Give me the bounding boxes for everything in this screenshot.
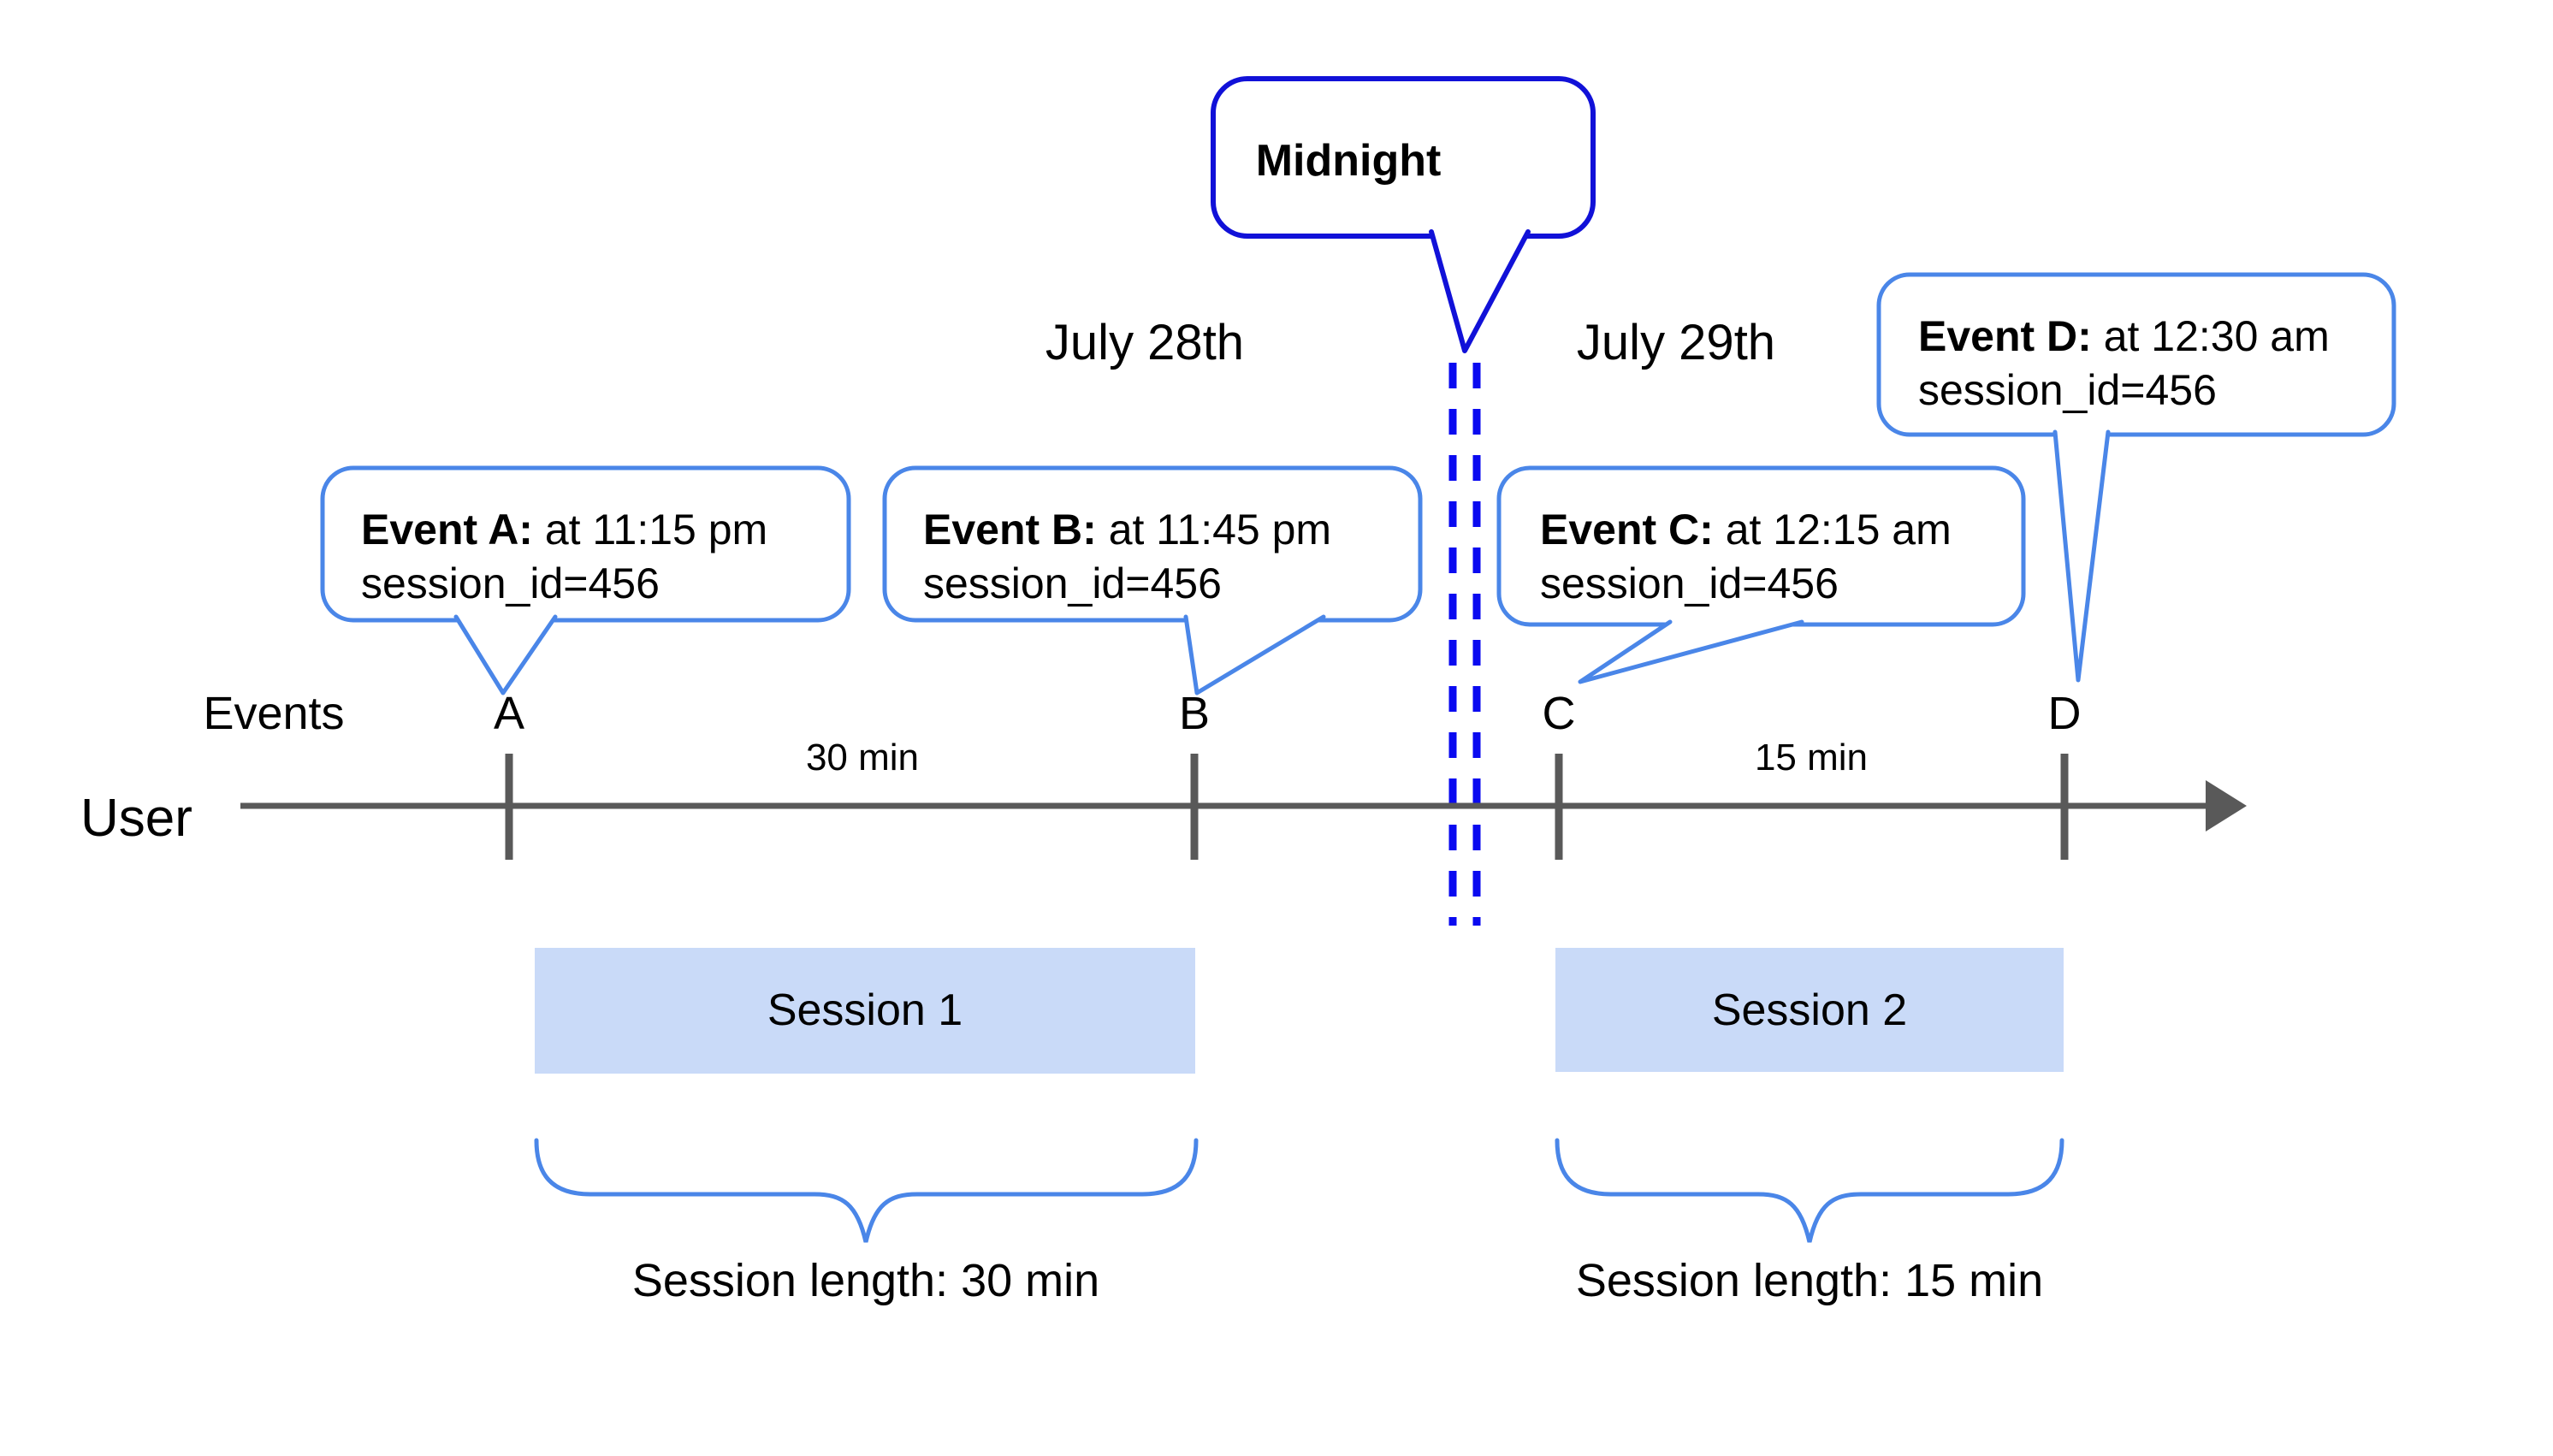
- session-1-label: Session 1: [767, 985, 963, 1035]
- event-c-time: at 12:15 am: [1714, 506, 1952, 553]
- tick-label-b: B: [1179, 688, 1210, 739]
- user-label: User: [80, 789, 193, 848]
- date-label-july-29: July 29th: [1577, 315, 1775, 370]
- event-b-session: session_id=456: [923, 559, 1222, 607]
- date-label-july-28: July 28th: [1045, 315, 1244, 370]
- axis-labels: Events User A B C D 30 min 15 min: [80, 688, 2082, 848]
- midnight-dashed-line: [1448, 363, 1481, 926]
- event-d-bubble: [1876, 272, 2396, 437]
- events-row-label: Events: [203, 688, 344, 739]
- event-callout-d: Event D: at 12:30 am session_id=456: [1876, 272, 2396, 683]
- session-1-length-label: Session length: 30 min: [632, 1255, 1099, 1306]
- session-2-box: [1555, 948, 2064, 1072]
- event-d-session: session_id=456: [1918, 366, 2217, 414]
- event-d-title: Event D:: [1918, 312, 2092, 360]
- event-b-line1: Event B: at 11:45 pm: [923, 506, 1331, 553]
- event-b-time: at 11:45 pm: [1097, 506, 1331, 553]
- session-2-length-label: Session length: 15 min: [1576, 1255, 2043, 1306]
- event-d-bubble-tail: [2052, 429, 2111, 683]
- event-callout-c: Event C: at 12:15 am session_id=456: [1496, 465, 2026, 684]
- event-a-time: at 11:15 pm: [533, 506, 767, 553]
- event-callout-b: Event B: at 11:45 pm session_id=456: [882, 465, 1423, 695]
- midnight-label: Midnight: [1256, 136, 1442, 186]
- interval-label-cd: 15 min: [1755, 737, 1868, 778]
- midnight-callout: Midnight: [1211, 76, 1596, 353]
- event-c-session: session_id=456: [1540, 559, 1839, 607]
- event-c-bubble-tail: [1578, 619, 1804, 684]
- event-a-title: Event A:: [361, 506, 533, 553]
- session-2-brace: [1555, 1138, 2064, 1243]
- event-b-bubble-tail: [1183, 614, 1326, 695]
- tick-label-d: D: [2048, 688, 2082, 739]
- event-c-line1: Event C: at 12:15 am: [1540, 506, 1952, 553]
- session-1-box: [535, 948, 1195, 1074]
- session-1-brace: [534, 1138, 1199, 1243]
- event-c-title: Event C:: [1540, 506, 1714, 553]
- tick-label-c: C: [1543, 688, 1576, 739]
- session-2: Session 2 Session length: 15 min: [1555, 948, 2064, 1306]
- timeline: [240, 754, 2247, 860]
- interval-label-ab: 30 min: [806, 737, 919, 778]
- session-1: Session 1 Session length: 30 min: [534, 948, 1199, 1306]
- midnight-bubble: [1211, 76, 1596, 239]
- timeline-arrowhead-icon: [2206, 780, 2247, 832]
- event-b-title: Event B:: [923, 506, 1097, 553]
- event-a-bubble-tail: [453, 614, 558, 695]
- event-b-bubble: [882, 465, 1423, 623]
- event-a-line1: Event A: at 11:15 pm: [361, 506, 767, 553]
- session-2-label: Session 2: [1712, 985, 1907, 1035]
- midnight-bubble-tail: [1429, 229, 1531, 353]
- event-a-session: session_id=456: [361, 559, 660, 607]
- event-a-bubble: [320, 465, 851, 623]
- event-d-time: at 12:30 am: [2092, 312, 2330, 360]
- event-callout-a: Event A: at 11:15 pm session_id=456: [320, 465, 851, 695]
- event-d-line1: Event D: at 12:30 am: [1918, 312, 2330, 360]
- date-labels: July 28th July 29th: [1045, 315, 1775, 370]
- tick-label-a: A: [494, 688, 524, 739]
